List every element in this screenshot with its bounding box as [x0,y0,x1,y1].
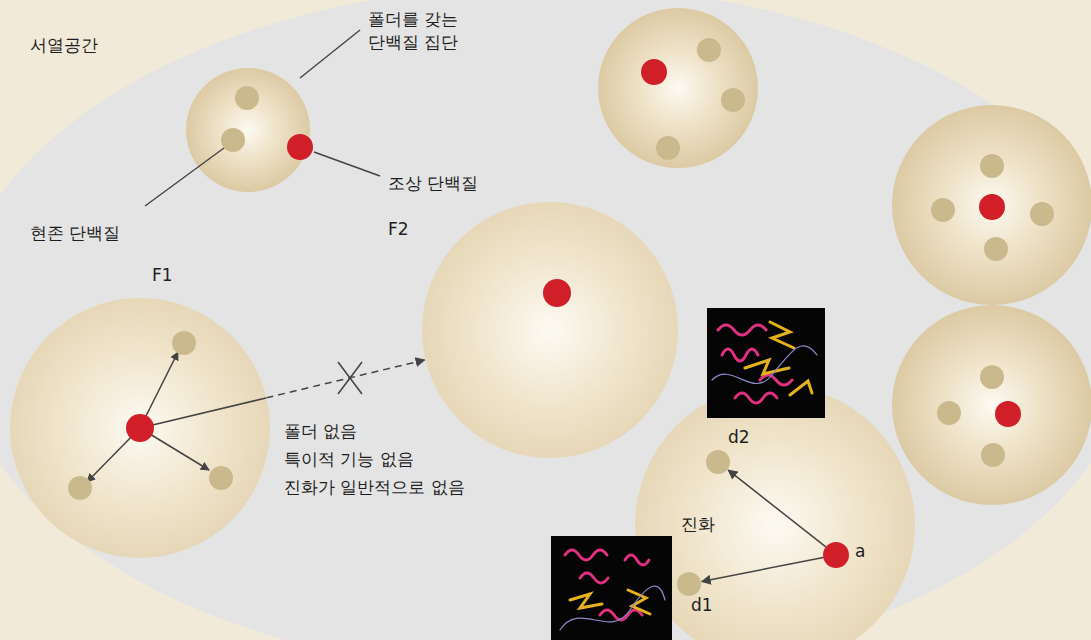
fold-sphere [892,105,1091,305]
node-label: d1 [691,594,713,616]
connector-arrow [702,558,823,582]
fold-sphere [598,8,758,168]
node-label: F1 [152,264,173,286]
node-label: F2 [388,218,409,240]
leader-lines [145,30,380,206]
ancestor-dot [543,279,571,307]
annotation-label: 서열공간 [30,34,98,57]
annotation-label: 진화가 일반적으로 없음 [284,476,465,499]
fold-sphere [892,305,1091,505]
annotation-label: 특이적 기능 없음 [284,448,414,471]
protein-dot: a [823,542,849,568]
protein-structure-image [551,536,672,640]
node-label: d2 [728,426,750,448]
connector-arrow [728,470,826,547]
annotation-label: 현존 단백질 [30,222,120,245]
protein-structure-image [707,308,825,418]
node-label: a [855,540,865,562]
annotation-label: 조상 단백질 [388,172,478,195]
protein-dot: d1 [677,572,701,596]
annotation-label: 폴더를 갖는 단백질 집단 [368,8,472,54]
protein-dot: d2 [706,450,730,474]
node-label: 진화 [681,513,715,535]
annotation-label: 폴더 없음 [284,420,357,443]
connector-arrow [266,360,424,398]
fold-sphere [186,68,313,192]
fold-sphere: F2 [422,202,678,458]
